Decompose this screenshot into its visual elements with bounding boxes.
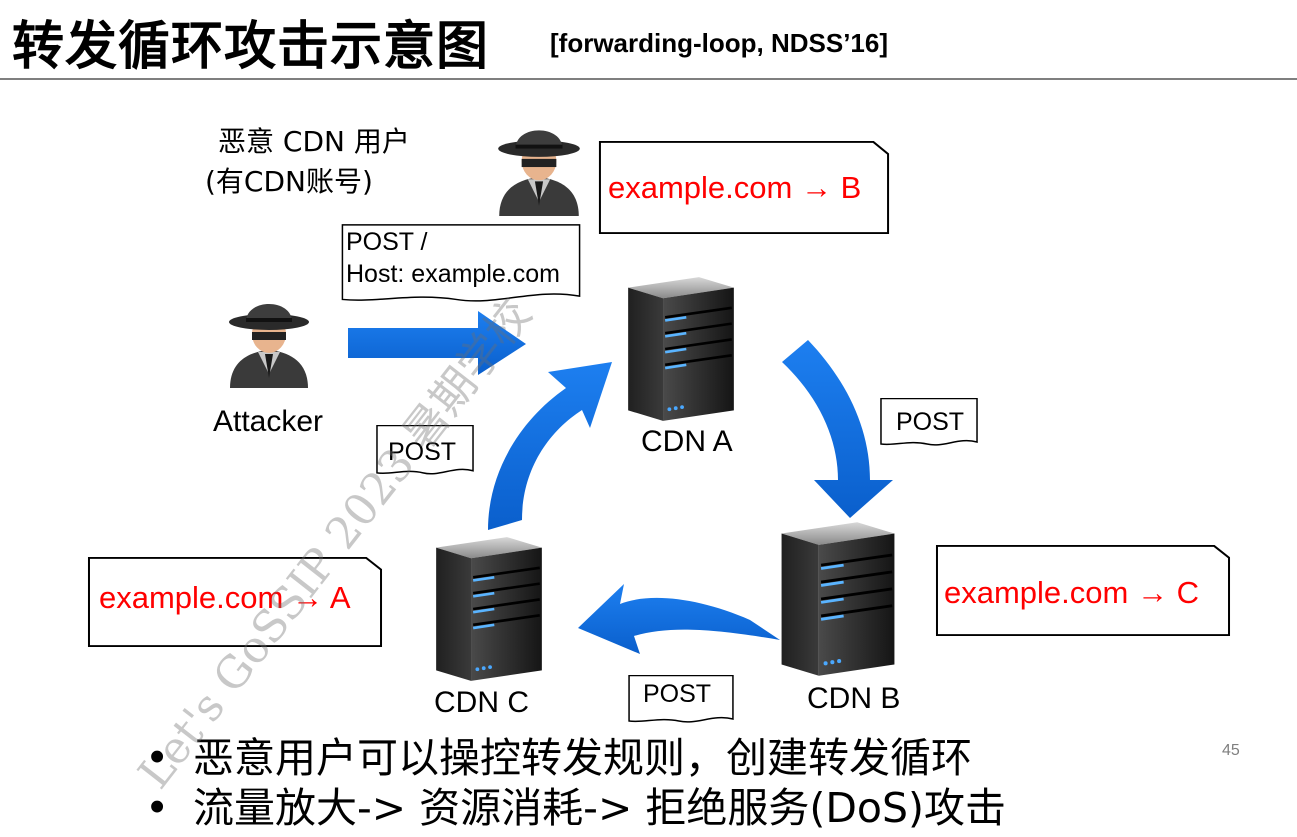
rule-b-text: example.com → C bbox=[944, 575, 1199, 610]
paper-reference: [forwarding-loop, NDSS’16] bbox=[550, 28, 888, 58]
cdn-c-label: CDN C bbox=[434, 686, 529, 719]
attacker-label: Attacker bbox=[213, 405, 324, 438]
request-method: POST / bbox=[346, 228, 428, 256]
post-label-b-to-c: POST bbox=[643, 680, 712, 708]
arrow-c-to-a bbox=[488, 362, 612, 530]
malicious-user-label: 恶意 CDN 用户 bbox=[218, 125, 410, 158]
bullet-text: 恶意用户可以操控转发规则，创建转发循环 bbox=[193, 734, 972, 782]
malicious-user-sublabel: (有CDN账号) bbox=[205, 165, 373, 198]
cdn-b-label: CDN B bbox=[807, 682, 901, 715]
rule-c-text: example.com → A bbox=[99, 580, 351, 615]
rule-a-text: example.com → B bbox=[608, 170, 862, 205]
bullet-list: • 恶意用户可以操控转发规则，创建转发循环 • 流量放大-> 资源消耗-> 拒绝服务… bbox=[145, 733, 1006, 833]
bullet-item: • 流量放大-> 资源消耗-> 拒绝服务(DoS)攻击 bbox=[145, 783, 1006, 833]
attack-arrow bbox=[348, 311, 526, 375]
page-number: 45 bbox=[1222, 742, 1240, 759]
bullet-text: 流量放大-> 资源消耗-> 拒绝服务(DoS)攻击 bbox=[193, 784, 1007, 832]
title-divider bbox=[0, 78, 1297, 80]
bullet-marker: • bbox=[145, 784, 170, 832]
cdn-a-label: CDN A bbox=[641, 425, 733, 458]
post-label-c-to-a: POST bbox=[388, 438, 457, 466]
bullet-marker: • bbox=[145, 734, 170, 782]
post-label-a-to-b: POST bbox=[896, 408, 965, 436]
request-host: Host: example.com bbox=[346, 260, 560, 288]
arrow-a-to-b bbox=[782, 340, 893, 518]
bullet-item: • 恶意用户可以操控转发规则，创建转发循环 bbox=[145, 733, 1006, 783]
arrow-b-to-c bbox=[578, 584, 780, 654]
page-title: 转发循环攻击示意图 bbox=[12, 17, 490, 77]
